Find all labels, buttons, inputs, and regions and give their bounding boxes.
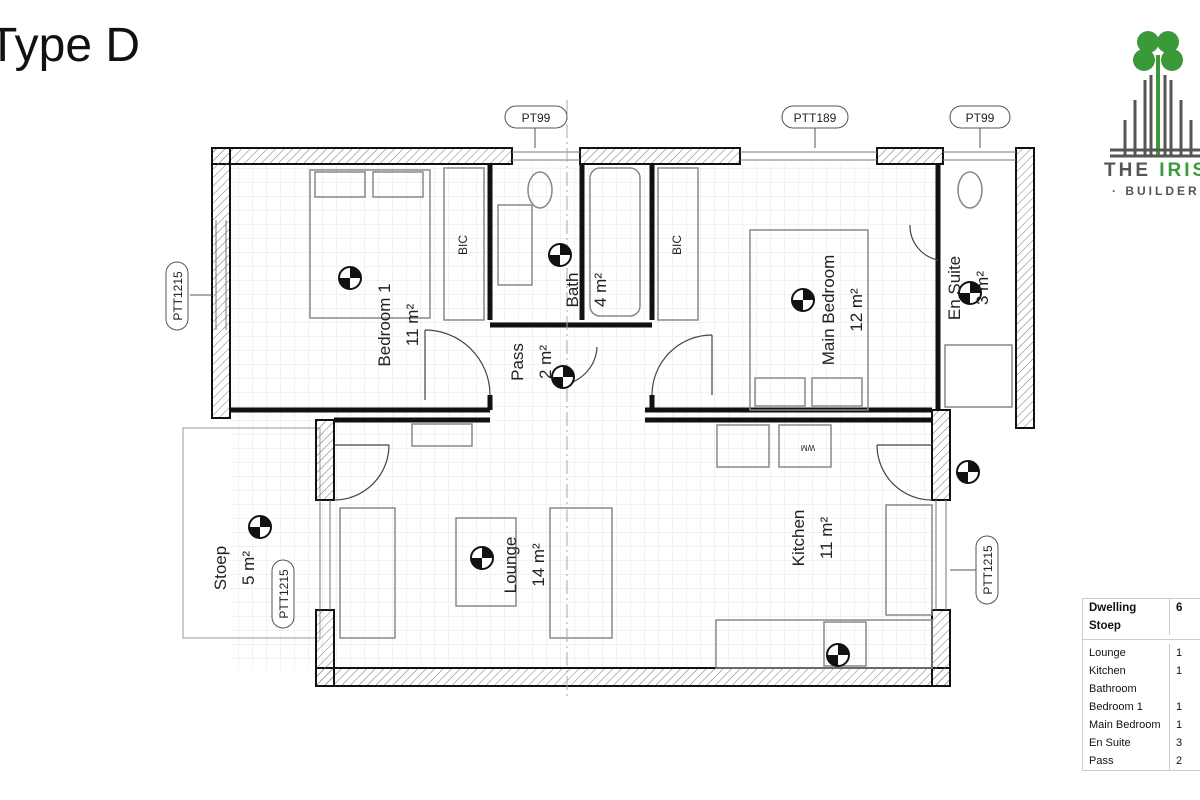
pass-name: Pass [508,343,527,381]
furniture [309,167,1013,669]
sofa-right [549,507,613,639]
stove [823,621,867,667]
kitchen-area: 11 m² [817,517,836,560]
stoep-area-label: 5 m² [239,551,258,585]
bath-area: 4 m² [591,273,610,307]
main-bedroom-name: Main Bedroom [819,255,838,366]
windows [215,151,1016,610]
ensuite-toilet [957,171,983,209]
logo-graphic [1110,31,1200,158]
kitchen-name: Kitchen [789,510,808,567]
bic-1 [443,167,485,321]
bic1-label: BIC [456,235,470,255]
tag-stoep: PTT1215 [277,569,291,619]
stoep-name: Stoep [211,546,230,590]
sink [885,504,933,616]
tag-top-mid: PTT189 [794,111,837,125]
shamrock-icon [1133,31,1183,155]
table-row: Bathroom [1083,680,1200,698]
en-suite-area: 3 m² [973,271,992,305]
coffee-table [455,517,517,607]
bic-2 [657,167,699,321]
lounge-name: Lounge [501,537,520,594]
tag-right: PTT1215 [981,545,995,595]
bathtub [589,167,641,317]
tag-top-left: PT99 [522,111,551,125]
washing-machine [778,424,832,468]
logo-text: THE IRIS [1104,160,1200,181]
bedroom1-area: 11 m² [403,304,422,347]
bed-1 [309,169,431,319]
bath-name: Bath [563,273,582,308]
tag-left: PTT1215 [171,271,185,321]
tag-top-right: PT99 [966,111,995,125]
lounge-area: 14 m² [529,543,548,587]
pass-area: 2 m² [536,345,555,379]
grid-tags: PT99 PTT189 PT99 PTT1215 PTT1215 PTT1215 [165,105,1011,629]
wm-label: WM [801,443,816,452]
door-swings [333,224,939,501]
toilet [527,171,553,209]
counter [715,619,933,669]
exterior-walls [211,147,1035,687]
bic2-label: BIC [670,235,684,255]
room-labels: Bedroom 1 11 m² BIC BIC Pass 2 m² Bath 4… [211,235,992,594]
page-title: Type D [0,19,141,72]
en-suite-name: En Suite [945,256,964,320]
sofa-left [339,507,396,639]
table-row: Stoep [1083,617,1200,635]
logo-subtext: · BUILDER [1112,184,1200,198]
light-fittings [248,243,982,667]
main-bed [749,229,869,411]
shower [944,344,1013,408]
bedroom1-name: Bedroom 1 [375,283,394,366]
main-bedroom-area: 12 m² [847,288,866,332]
basin [497,204,533,286]
